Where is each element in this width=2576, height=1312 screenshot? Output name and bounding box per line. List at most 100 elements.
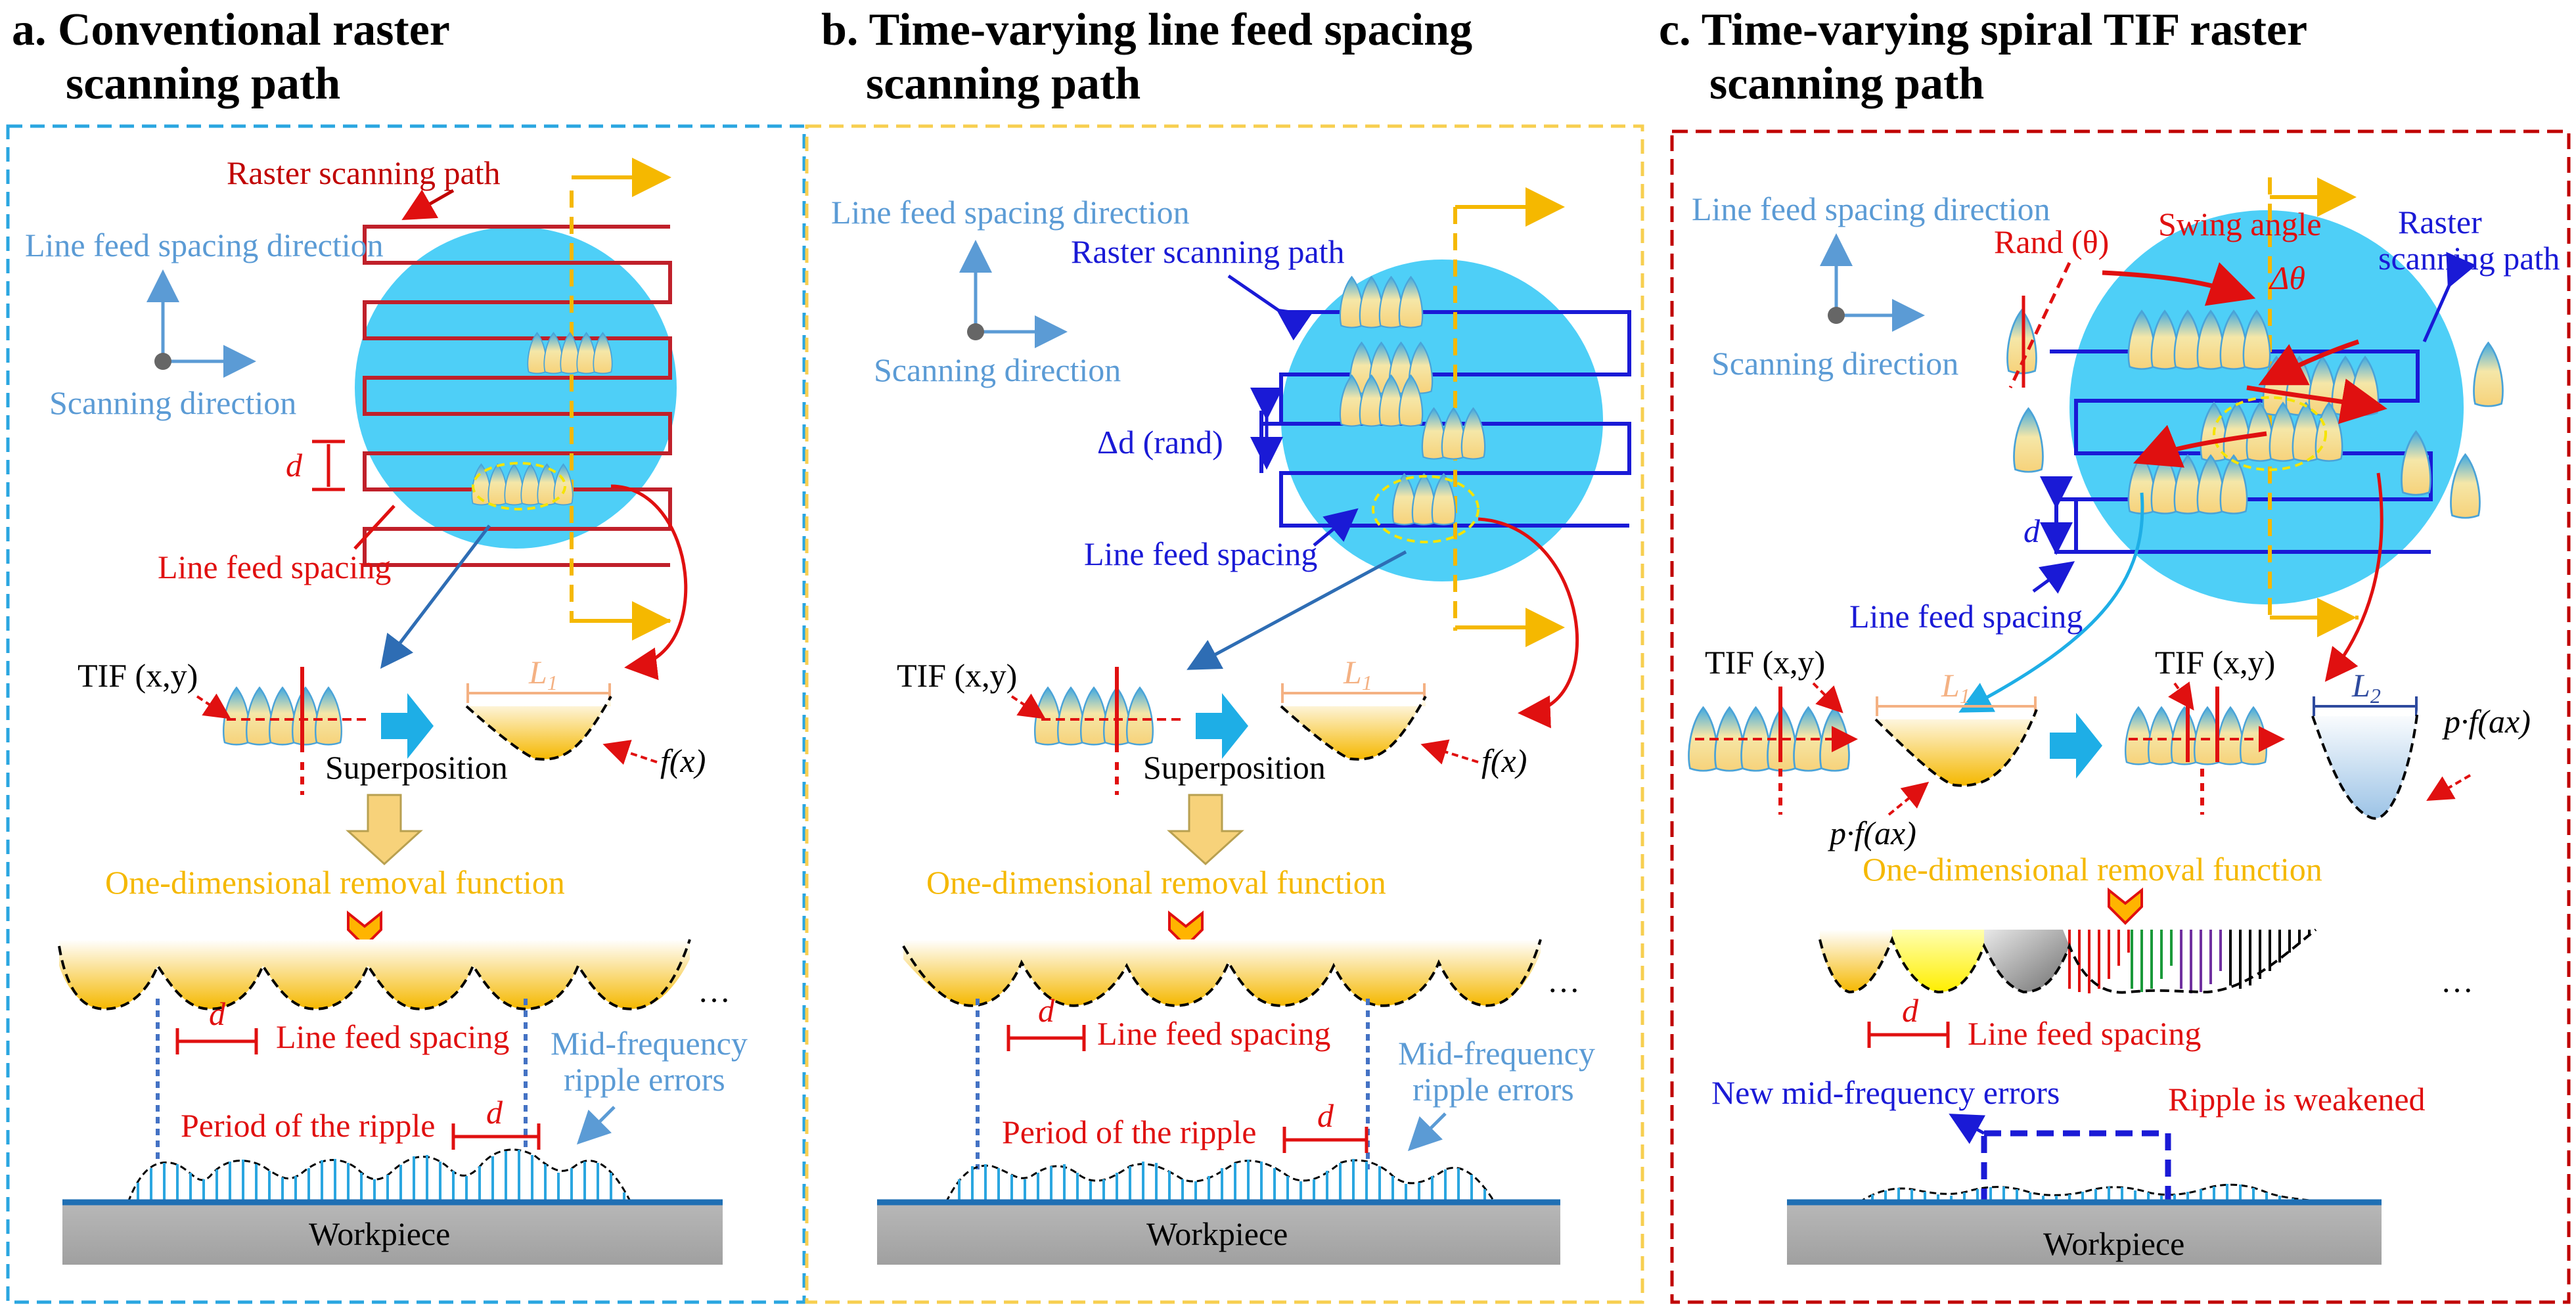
d-label-2: d bbox=[1902, 992, 1919, 1029]
pointer-arrow bbox=[401, 189, 455, 220]
removal-outline-2 bbox=[2311, 709, 2419, 820]
pointer-arrow bbox=[2168, 681, 2194, 711]
pointer-line bbox=[353, 505, 395, 550]
new-errors-label: New mid-frequency errors bbox=[1711, 1074, 2060, 1111]
axes-icon bbox=[959, 240, 1068, 348]
tif-shape-icon bbox=[1033, 687, 1154, 746]
d-marker bbox=[175, 1028, 258, 1054]
tif-label-2: TIF (x,y) bbox=[2155, 644, 2275, 681]
ellipsis-c: … bbox=[2441, 962, 2474, 999]
axes-icon bbox=[1820, 233, 1925, 332]
removal-outline bbox=[465, 696, 612, 761]
d-marker bbox=[1867, 1022, 1950, 1048]
l2-dimension-ticks bbox=[2313, 696, 2418, 716]
swing-axis bbox=[2008, 261, 2071, 389]
panel-a-frame bbox=[6, 124, 806, 1304]
workpiece-label: Workpiece bbox=[2043, 1225, 2184, 1262]
ripple-profile bbox=[127, 1148, 632, 1203]
removal-profile bbox=[1281, 696, 1426, 759]
delta-d-label: Δd (rand) bbox=[1097, 424, 1223, 461]
removal-profile-2 bbox=[2313, 710, 2418, 819]
d-label-3: d bbox=[486, 1094, 503, 1131]
right-arrow-icon bbox=[1196, 693, 1248, 759]
panel-a-title-2: scanning path bbox=[66, 58, 340, 109]
superposition-label: Superposition bbox=[325, 749, 508, 786]
line-feed-spacing-label-2: Line feed spacing bbox=[1968, 1015, 2201, 1052]
chevron-down-icon bbox=[1168, 910, 1204, 948]
tif-highlight bbox=[472, 462, 566, 510]
removal-superposition bbox=[1819, 928, 2317, 994]
tif-highlight bbox=[2213, 396, 2327, 471]
ellipsis-a: … bbox=[698, 972, 731, 1009]
removal-outline bbox=[1280, 696, 1427, 761]
raster-label-1: Raster bbox=[2398, 204, 2482, 240]
pointer-arrow bbox=[2032, 561, 2075, 594]
d-label: d bbox=[286, 447, 303, 484]
fx-label: f(x) bbox=[660, 742, 706, 779]
delta-theta-label: Δθ bbox=[2269, 260, 2305, 296]
pointer-arrow bbox=[1478, 517, 1579, 729]
pointer-arrow bbox=[2324, 472, 2384, 682]
removal-profile bbox=[466, 696, 611, 759]
right-arrow-icon bbox=[381, 693, 434, 759]
d-label: d bbox=[2023, 512, 2041, 549]
pointer-arrow bbox=[1186, 550, 1407, 670]
workpiece-label: Workpiece bbox=[1146, 1215, 1288, 1252]
removal-function-label: One-dimensional removal function bbox=[105, 864, 565, 901]
removal-profile bbox=[1876, 710, 2037, 786]
period-label: Period of the ripple bbox=[181, 1107, 435, 1144]
scanning-direction-label: Scanning direction bbox=[49, 384, 296, 421]
raster-path-label: Raster scanning path bbox=[227, 154, 501, 191]
period-label: Period of the ripple bbox=[1002, 1114, 1256, 1150]
d-label: d bbox=[1038, 992, 1055, 1029]
workpiece bbox=[1787, 1202, 2382, 1265]
l1-label: L1 bbox=[528, 654, 558, 694]
tif-label: TIF (x,y) bbox=[897, 657, 1017, 694]
panel-b-title-1: b. Time-varying line feed spacing bbox=[821, 5, 1472, 55]
d-label-2: d bbox=[1317, 1097, 1334, 1134]
tif-label-1: TIF (x,y) bbox=[1705, 644, 1825, 681]
workpiece bbox=[877, 1202, 1560, 1265]
swing-angle-label: Swing angle bbox=[2158, 206, 2322, 242]
panel-b: b. Time-varying line feed spacing scanni… bbox=[805, 5, 1644, 1304]
raster-path-offset bbox=[1259, 411, 1281, 473]
pointer-arrow bbox=[1958, 492, 2144, 713]
rotation-arrow bbox=[2133, 424, 2267, 468]
tif-shape-icon bbox=[527, 332, 613, 374]
pointer-arrow bbox=[1227, 274, 1313, 341]
line-feed-direction-label: Line feed spacing direction bbox=[25, 227, 384, 263]
down-arrow-icon bbox=[1167, 794, 1244, 866]
d-marker bbox=[1006, 1025, 1086, 1051]
scanning-direction-label: Scanning direction bbox=[874, 351, 1121, 388]
raster-label-2: scanning path bbox=[2378, 240, 2560, 277]
tif-highlight bbox=[1372, 475, 1480, 543]
axes-icon bbox=[147, 269, 256, 378]
removal-outline bbox=[1874, 709, 2038, 787]
workpiece bbox=[62, 1202, 723, 1265]
chevron-down-icon bbox=[347, 910, 382, 948]
pointer-arrow bbox=[1313, 508, 1359, 547]
pfax-label-1: p·f(ax) bbox=[1828, 815, 1916, 851]
panel-b-title-2: scanning path bbox=[866, 58, 1141, 109]
panel-c: c. Time-varying spiral TIF raster scanni… bbox=[1659, 5, 2571, 1304]
pointer-arrow bbox=[602, 740, 658, 765]
down-arrow-icon bbox=[346, 794, 423, 866]
rotation-arrow bbox=[2102, 262, 2256, 306]
rand-theta-label: Rand (θ) bbox=[1994, 223, 2109, 260]
removal-superposition bbox=[902, 939, 1542, 1007]
line-feed-direction-label: Line feed spacing direction bbox=[1692, 191, 2050, 227]
scan-axis-dashed bbox=[570, 191, 670, 623]
tif-label: TIF (x,y) bbox=[78, 657, 198, 694]
raster-path-label: Raster scanning path bbox=[1071, 233, 1345, 270]
pointer-arrow bbox=[1949, 1114, 1986, 1144]
ripple-profile bbox=[1859, 1183, 2326, 1204]
line-feed-direction-label: Line feed spacing direction bbox=[831, 194, 1190, 231]
scanning-direction-label: Scanning direction bbox=[1711, 345, 1958, 382]
panel-c-title-2: scanning path bbox=[1709, 58, 1984, 109]
ripple-profile bbox=[945, 1159, 1496, 1203]
raster-path-offset bbox=[2054, 497, 2076, 554]
line-feed-spacing-label: Line feed spacing bbox=[158, 549, 391, 585]
panel-c-title-1: c. Time-varying spiral TIF raster bbox=[1659, 5, 2307, 55]
period-marker bbox=[1282, 1127, 1368, 1153]
